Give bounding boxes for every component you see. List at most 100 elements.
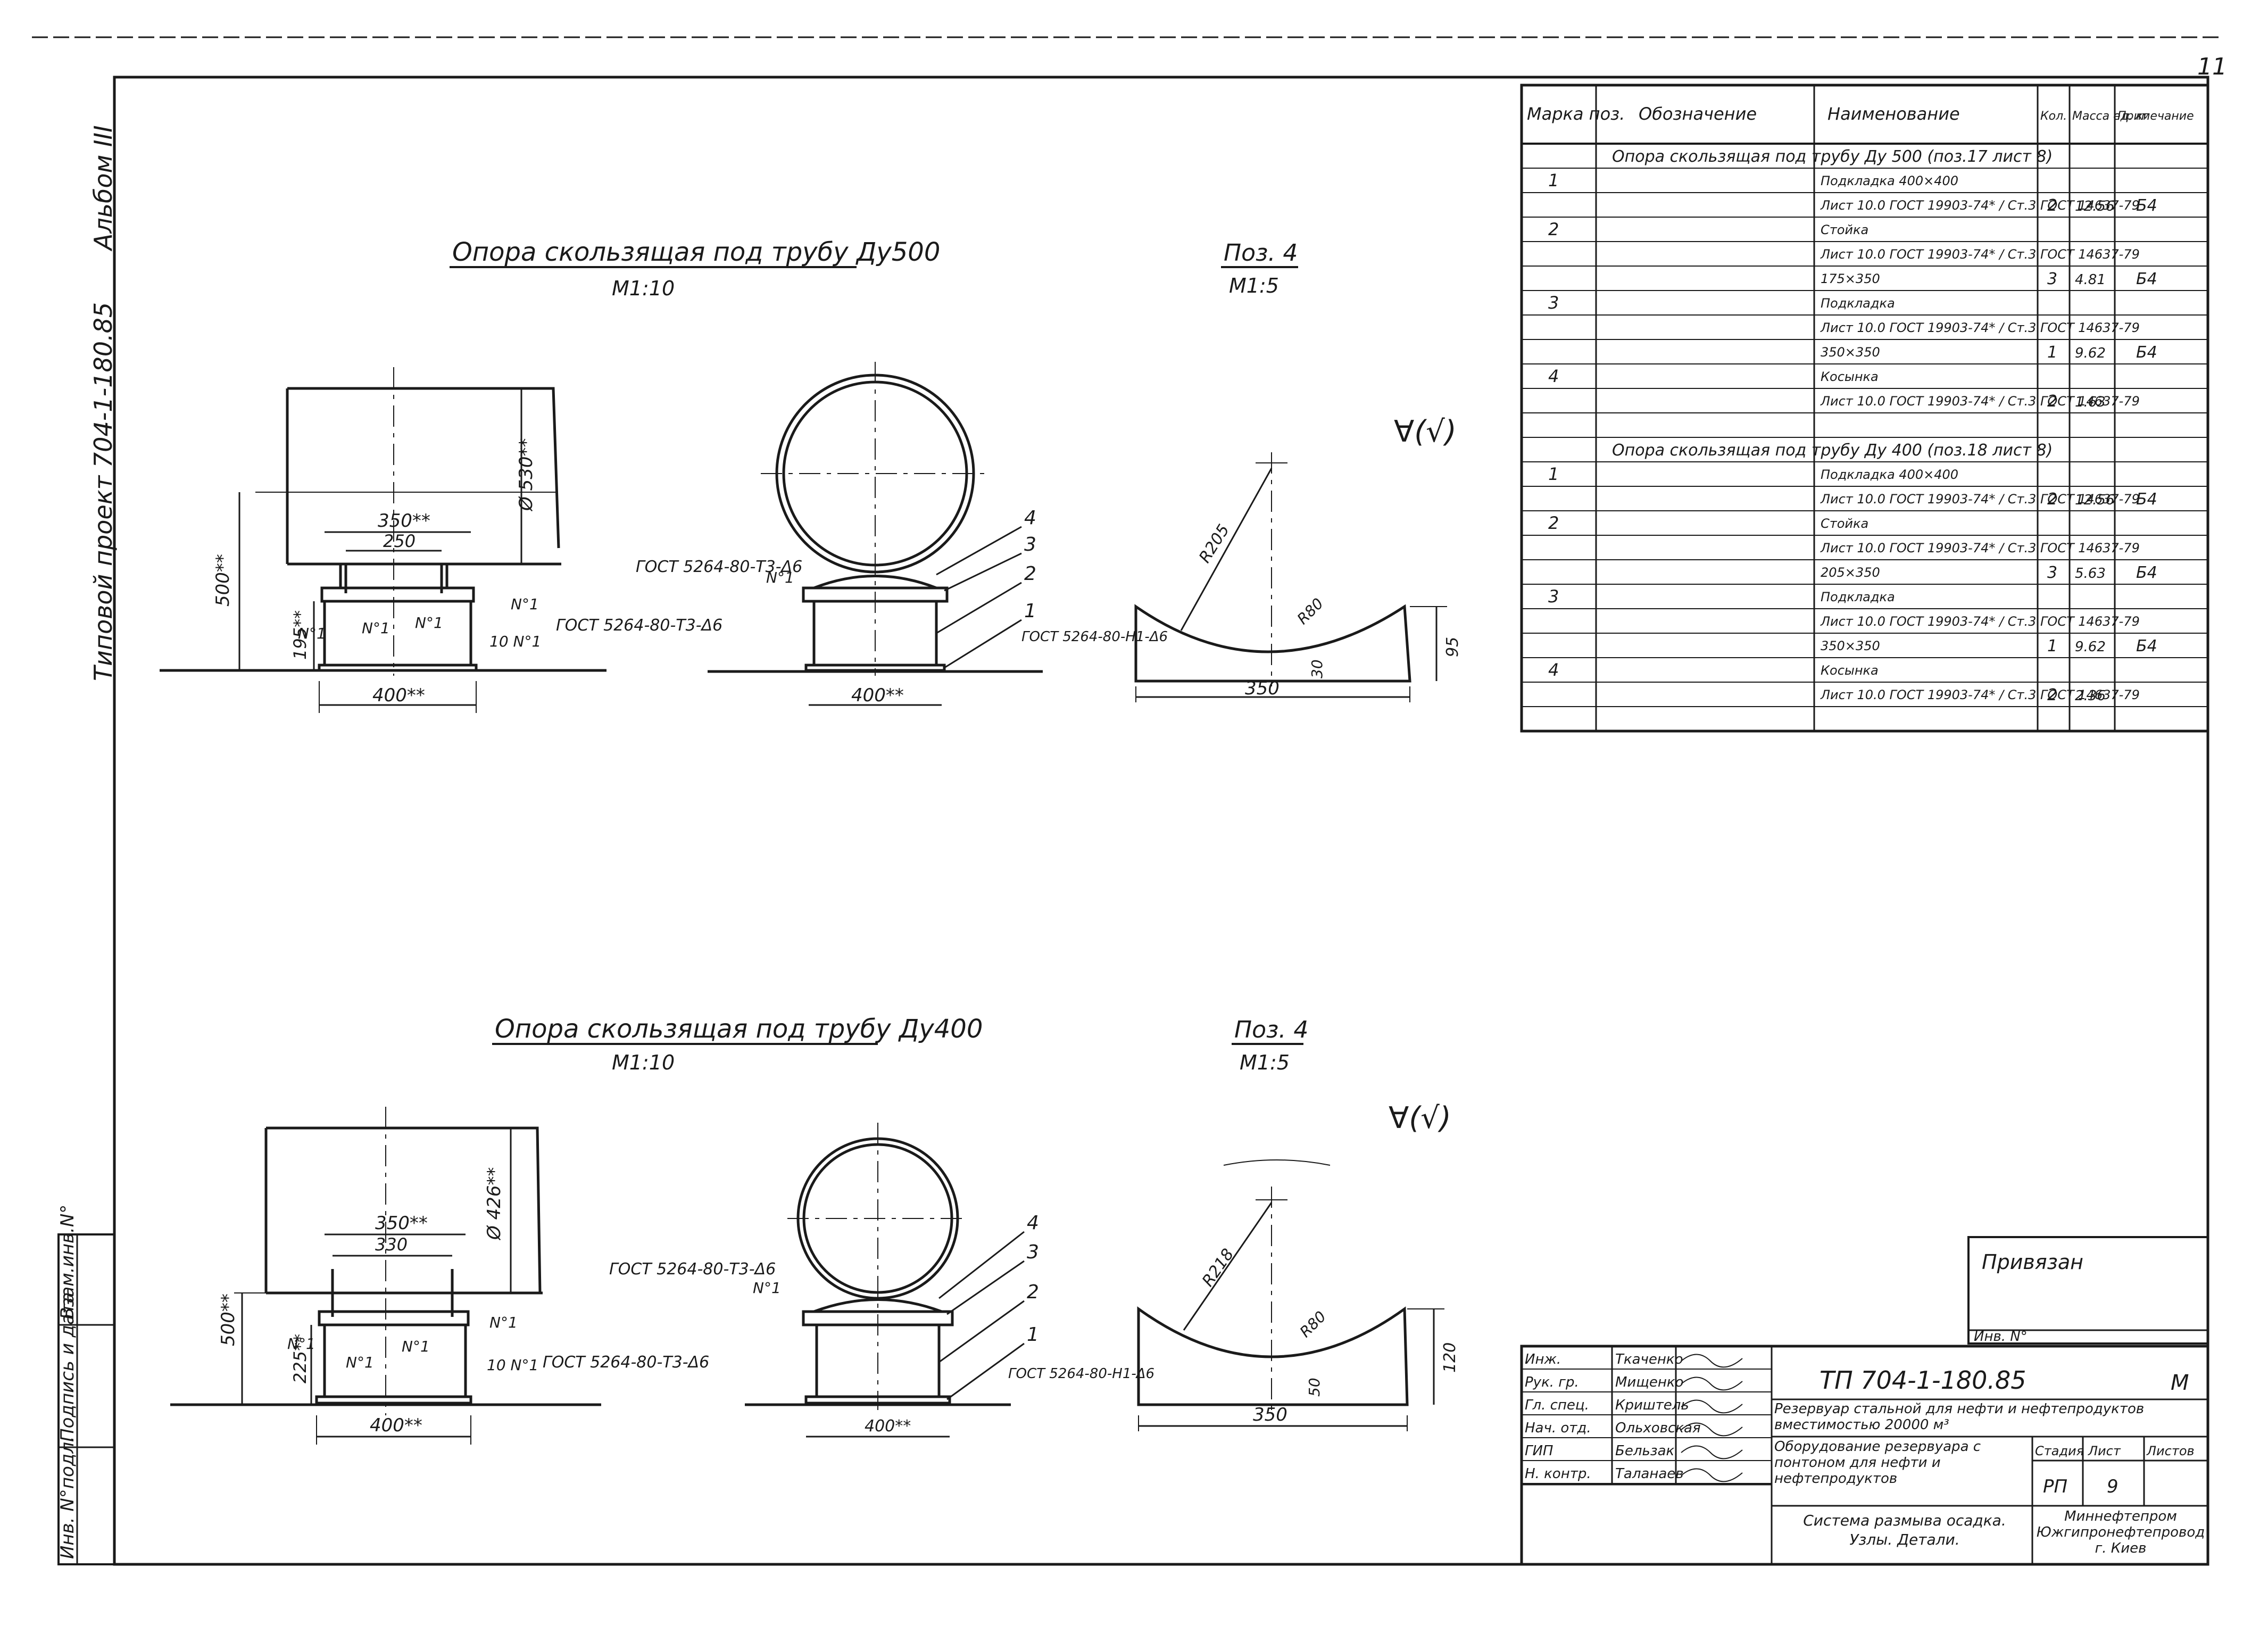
spec-section-title: Опора скользящая под трубу Ду 400 (поз.1… bbox=[1612, 441, 2053, 460]
top-pos-title: Поз. 4 bbox=[1224, 239, 1298, 267]
spec-name: Подкладка bbox=[1821, 590, 1895, 604]
bottom-h-min: 50 bbox=[1306, 1378, 1323, 1397]
bottom-gusset-detail bbox=[1137, 1159, 1444, 1431]
top-weld-6: N°1 bbox=[766, 569, 794, 586]
person-name: Ольховская bbox=[1615, 1420, 1701, 1436]
spec-row: 4 Косынка bbox=[1548, 660, 1879, 680]
spec-note: Б4 bbox=[2136, 637, 2157, 656]
top-h-sad: 95 bbox=[1443, 637, 1462, 657]
spec-row: Лист 10.0 ГОСТ 19903-74* / Ст.3 ГОСТ 146… bbox=[1820, 614, 2140, 629]
spec-qty: 2 bbox=[2047, 686, 2057, 704]
spec-row: Лист 10.0 ГОСТ 19903-74* / Ст.3 ГОСТ 146… bbox=[1820, 320, 2140, 335]
spec-name: Лист 10.0 ГОСТ 19903-74* / Ст.3 ГОСТ 146… bbox=[1820, 394, 2140, 409]
bottom-pos-scale: М1:5 bbox=[1240, 1051, 1290, 1074]
spec-mass: 12.56 bbox=[2075, 198, 2114, 214]
doc-code: ТП 704-1-180.85 bbox=[1820, 1366, 2026, 1395]
subject-box: Оборудование резервуара с понтоном для н… bbox=[1774, 1439, 1981, 1487]
top-callout-1: 1 bbox=[1024, 600, 1036, 622]
spec-name: Стойка bbox=[1821, 222, 1868, 237]
spec-mass: 9.62 bbox=[2075, 345, 2106, 361]
spec-name: 350×350 bbox=[1821, 638, 1880, 653]
top-weld-1: N°1 bbox=[298, 625, 326, 642]
bottom-w-inner: 330 bbox=[375, 1234, 408, 1255]
side-stamp: Альбом III Типовой проект 704-1-180.85 И… bbox=[57, 125, 118, 1565]
drawing-name-box: Система размыва осадка. Узлы. Детали. bbox=[1803, 1512, 2006, 1548]
spec-section-title: Опора скользящая под трубу Ду 500 (поз.1… bbox=[1612, 147, 2053, 166]
spec-name: 350×350 bbox=[1821, 345, 1880, 360]
top-w-base: 400** bbox=[372, 685, 425, 706]
bottom-side-view bbox=[170, 1107, 601, 1445]
spec-name: Лист 10.0 ГОСТ 19903-74* / Ст.3 ГОСТ 146… bbox=[1820, 614, 2140, 629]
person-name: Таланаев bbox=[1615, 1466, 1684, 1482]
bottom-w-top: 350** bbox=[375, 1213, 428, 1234]
role-label: ГИП bbox=[1525, 1443, 1553, 1459]
bottom-roughness: ∀(√) bbox=[1389, 1101, 1451, 1135]
bottom-callout-4: 4 bbox=[1027, 1212, 1039, 1234]
bottom-h-total: 500** bbox=[218, 1293, 239, 1346]
spec-mass: 9.62 bbox=[2075, 639, 2106, 655]
bottom-gost-mid: ГОСТ 5264-80-Т3-Δ6 bbox=[543, 1353, 709, 1372]
spec-name: Подкладка bbox=[1821, 296, 1895, 311]
signature-mark bbox=[1681, 1376, 1743, 1391]
sheet-label: Лист bbox=[2088, 1444, 2121, 1458]
spec-name: Лист 10.0 ГОСТ 19903-74* / Ст.3 ГОСТ 146… bbox=[1820, 541, 2140, 555]
role-label: Гл. спец. bbox=[1525, 1397, 1589, 1413]
sheet-number: 11 bbox=[2197, 53, 2227, 80]
spec-mass: 4.81 bbox=[2075, 272, 2106, 288]
spec-mark: 3 bbox=[1548, 586, 1559, 607]
top-radius: R205 bbox=[1195, 521, 1233, 566]
top-gost-right: ГОСТ 5264-80-Н1-Δ6 bbox=[1021, 629, 1168, 645]
top-callout-2: 2 bbox=[1024, 563, 1036, 585]
bottom-front-view bbox=[745, 1123, 1011, 1438]
spec-name: Лист 10.0 ГОСТ 19903-74* / Ст.3 ГОСТ 146… bbox=[1820, 320, 2140, 335]
spec-name: Косынка bbox=[1821, 663, 1879, 678]
spec-header-2: Наименование bbox=[1827, 104, 1960, 124]
spec-mark: 4 bbox=[1548, 660, 1559, 680]
spec-name: Лист 10.0 ГОСТ 19903-74* / Ст.3 ГОСТ 146… bbox=[1820, 492, 2140, 507]
spec-name: 175×350 bbox=[1821, 271, 1880, 286]
spec-mark: 4 bbox=[1548, 366, 1559, 386]
top-gost-mid: ГОСТ 5264-80-Т3-Δ6 bbox=[556, 616, 722, 635]
signature-mark bbox=[1681, 1399, 1743, 1414]
spec-header-1: Обозначение bbox=[1639, 104, 1757, 124]
bottom-gost-right: ГОСТ 5264-80-Н1-Δ6 bbox=[1008, 1366, 1154, 1382]
spec-row: Лист 10.0 ГОСТ 19903-74* / Ст.3 ГОСТ 146… bbox=[1820, 490, 2157, 509]
spec-mass: 2.36 bbox=[2075, 688, 2106, 704]
bottom-scale: М1:10 bbox=[612, 1051, 675, 1074]
sheets-label: Листов bbox=[2146, 1444, 2195, 1458]
top-roughness: ∀(√) bbox=[1394, 414, 1457, 449]
spec-qty: 3 bbox=[2047, 563, 2057, 582]
object-name-box: Резервуар стальной для нефти и нефтепрод… bbox=[1774, 1401, 2144, 1433]
role-label: Инж. bbox=[1525, 1351, 1561, 1367]
spec-name: Лист 10.0 ГОСТ 19903-74* / Ст.3 ГОСТ 146… bbox=[1820, 247, 2140, 262]
top-gusset-detail bbox=[1134, 452, 1447, 702]
top-callout-3: 3 bbox=[1024, 534, 1036, 555]
bottom-weld-4: N°1 bbox=[489, 1314, 518, 1331]
drawing-name: Система размыва осадка. Узлы. Детали. bbox=[1803, 1512, 2006, 1548]
spec-header-5: Примечание bbox=[2117, 110, 2194, 123]
stage-label: Стадия bbox=[2035, 1444, 2084, 1458]
spec-row: Лист 10.0 ГОСТ 19903-74* / Ст.3 ГОСТ 146… bbox=[1820, 392, 2140, 411]
spec-qty: 2 bbox=[2047, 490, 2057, 509]
spec-note: Б4 bbox=[2136, 270, 2157, 288]
top-scale: М1:10 bbox=[612, 277, 675, 300]
title-block bbox=[1520, 1345, 2209, 1566]
spec-name: Стойка bbox=[1821, 516, 1868, 531]
spec-name: Подкладка 400×400 bbox=[1821, 173, 1958, 188]
org-name: Миннефтепром Южгипронефтепровод г. Киев bbox=[2036, 1508, 2205, 1556]
spec-name: Лист 10.0 ГОСТ 19903-74* / Ст.3 ГОСТ 146… bbox=[1820, 198, 2140, 213]
side-stamp-box bbox=[57, 1233, 115, 1565]
spec-note: Б4 bbox=[2136, 196, 2157, 215]
spec-name: Подкладка 400×400 bbox=[1821, 467, 1958, 482]
spec-header-0: Марка поз. bbox=[1527, 104, 1625, 124]
bottom-weld-6: N°1 bbox=[753, 1279, 781, 1297]
top-radius-2: R80 bbox=[1294, 595, 1327, 628]
top-w-sad: 350 bbox=[1245, 678, 1280, 699]
